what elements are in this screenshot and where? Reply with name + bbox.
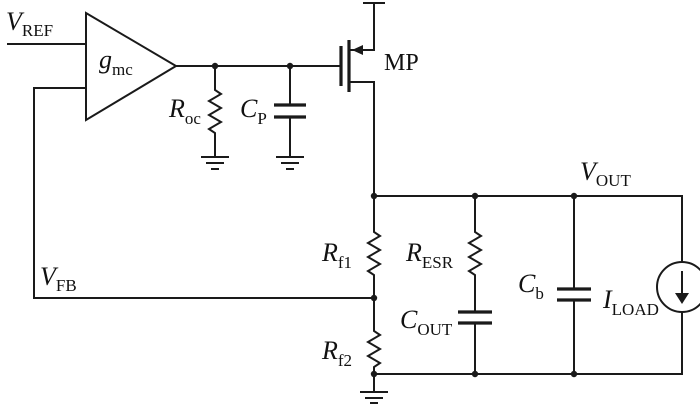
resistor-roc — [201, 65, 229, 170]
resistor-resr — [467, 195, 483, 313]
label-rf1: Rf1 — [321, 238, 352, 272]
arrow-icon — [352, 45, 363, 55]
resistor-rf2 — [360, 297, 388, 404]
label-gmc: gmc — [99, 45, 133, 79]
label-vout: VOUT — [580, 157, 631, 190]
label-iload: ILOAD — [602, 285, 659, 319]
label-rf2: Rf2 — [321, 336, 352, 370]
capacitor-cb — [557, 195, 591, 375]
resistor-rf1 — [366, 195, 382, 299]
pmos-transistor-mp — [339, 2, 385, 197]
label-resr: RESR — [405, 238, 454, 272]
error-amplifier — [7, 11, 178, 299]
ground-icon — [360, 391, 388, 404]
ground-icon — [201, 156, 229, 170]
arrow-down-icon — [675, 293, 689, 304]
label-roc: Roc — [168, 94, 201, 128]
label-vref: VREF — [6, 7, 53, 40]
current-source-iload — [656, 195, 700, 375]
label-vfb: VFB — [40, 262, 77, 295]
capacitor-cout — [458, 310, 492, 375]
feedback-input-wire — [33, 87, 87, 299]
ground-icon — [276, 156, 304, 170]
label-cout: COUT — [400, 305, 453, 339]
capacitor-cp — [274, 65, 306, 170]
label-mp: MP — [384, 50, 419, 76]
label-cb: Cb — [518, 269, 544, 303]
label-cp: CP — [240, 94, 267, 128]
